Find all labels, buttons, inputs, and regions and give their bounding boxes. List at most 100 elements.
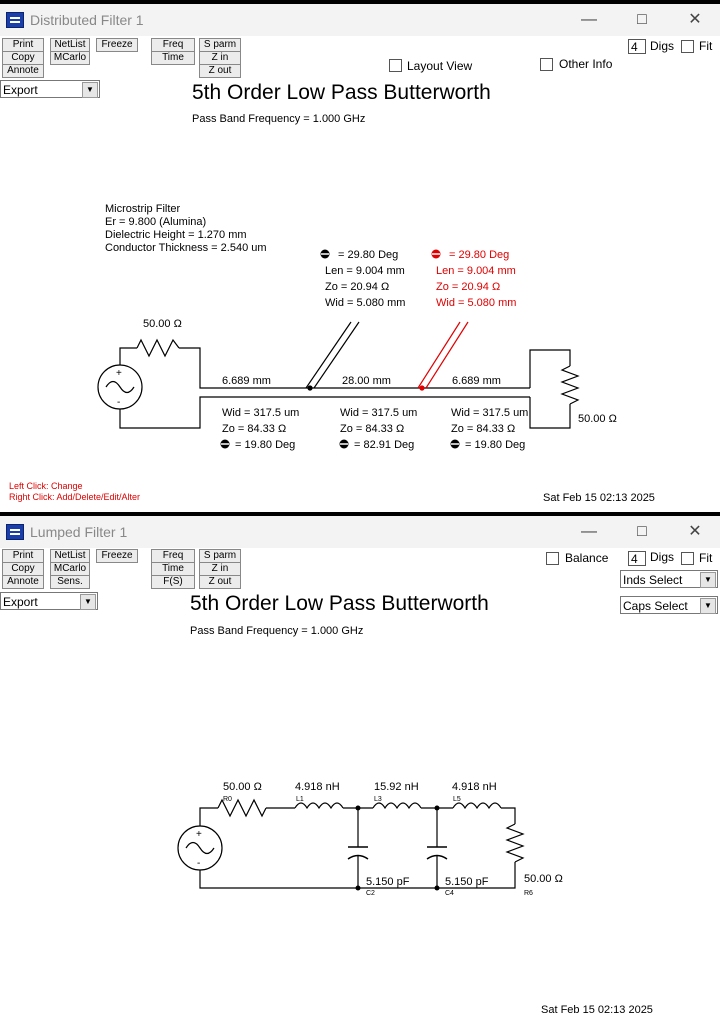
minimize-button[interactable]: —: [581, 523, 597, 540]
distributed-schematic[interactable]: Microstrip Filter Er = 9.800 (Alumina) D…: [0, 4, 720, 512]
stub-right-info[interactable]: = 29.80 Deg Len = 9.004 mm Zo = 20.94 Ω …: [431, 249, 517, 309]
l3-value: 15.92 nH: [374, 781, 419, 793]
minimize-button[interactable]: —: [581, 11, 597, 28]
load-resistor-value: 50.00 Ω: [578, 413, 617, 425]
time-button[interactable]: Time: [151, 51, 195, 65]
plus-icon: +: [116, 368, 122, 379]
theta-icon: [320, 249, 330, 259]
minus-icon: -: [197, 858, 200, 869]
time-button[interactable]: Time: [151, 562, 195, 576]
inductor-l1[interactable]: [294, 802, 344, 810]
stub-left-info[interactable]: = 29.80 Deg Len = 9.004 mm Zo = 20.94 Ω …: [320, 249, 406, 309]
sens-button[interactable]: Sens.: [50, 575, 90, 589]
resistor-r0[interactable]: [217, 798, 267, 818]
line-zo: Zo = 84.33 Ω: [451, 423, 515, 435]
fit-checkbox[interactable]: [681, 552, 694, 565]
fit-label: Fit: [699, 551, 713, 565]
chevron-down-icon: ▼: [82, 82, 98, 98]
stub-zo: Zo = 20.94 Ω: [436, 281, 500, 293]
capacitor-c4[interactable]: [426, 846, 448, 860]
app-icon: [6, 524, 24, 540]
r0-ref: R0: [223, 796, 232, 803]
line-theta: = 19.80 Deg: [235, 439, 295, 451]
line-zo: Zo = 84.33 Ω: [340, 423, 404, 435]
stub-zo: Zo = 20.94 Ω: [325, 281, 389, 293]
inductor-l3[interactable]: [372, 802, 422, 810]
caps-select[interactable]: Caps Select ▼: [620, 596, 718, 614]
capacitor-c2[interactable]: [347, 846, 369, 860]
l3-ref: L3: [374, 796, 382, 803]
junction-dots: [355, 805, 440, 891]
app-icon: [6, 12, 24, 28]
zout-button[interactable]: Z out: [199, 575, 241, 589]
line-width: Wid = 317.5 um: [451, 407, 528, 419]
fit-label: Fit: [699, 39, 713, 53]
stub-wid: Wid = 5.080 mm: [325, 297, 405, 309]
inds-select[interactable]: Inds Select ▼: [620, 570, 718, 588]
fs-button[interactable]: F(S): [151, 575, 195, 589]
maximize-button[interactable]: □: [637, 523, 647, 540]
passband-label: Pass Band Frequency = 1.000 GHz: [192, 113, 366, 125]
mcarlo-button[interactable]: MCarlo: [50, 51, 90, 65]
annote-button[interactable]: Annote: [2, 575, 44, 589]
substrate-line: Dielectric Height = 1.270 mm: [105, 229, 247, 241]
stub-len: Len = 9.004 mm: [325, 265, 405, 277]
load-resistor[interactable]: [560, 365, 580, 405]
layout-view-label: Layout View: [407, 59, 473, 73]
r6-value: 50.00 Ω: [524, 873, 563, 885]
fit-checkbox[interactable]: [681, 40, 694, 53]
export-select[interactable]: Export ▼: [0, 80, 100, 98]
digs-input[interactable]: 4: [628, 551, 646, 566]
minus-icon: -: [117, 397, 120, 408]
ac-source[interactable]: + -: [97, 364, 143, 410]
stub-wid: Wid = 5.080 mm: [436, 297, 516, 309]
line-length: 6.689 mm: [452, 375, 501, 387]
c2-ref: C2: [366, 890, 375, 897]
timestamp: Sat Feb 15 02:13 2025: [541, 1004, 653, 1016]
inductor-l5[interactable]: [452, 802, 502, 810]
source-resistor-value: 50.00 Ω: [143, 318, 182, 330]
page-title: 5th Order Low Pass Butterworth: [192, 81, 491, 104]
stub-left[interactable]: [305, 321, 360, 391]
page-title: 5th Order Low Pass Butterworth: [190, 592, 489, 615]
freeze-button[interactable]: Freeze: [96, 38, 138, 52]
inds-select-value: Inds Select: [623, 573, 683, 587]
distributed-filter-window: Distributed Filter 1 — □ ✕ Print Copy An…: [0, 4, 720, 512]
chevron-down-icon: ▼: [700, 598, 716, 614]
ac-source[interactable]: + -: [177, 825, 223, 871]
line-zo: Zo = 84.33 Ω: [222, 423, 286, 435]
stub-right[interactable]: [417, 321, 469, 391]
lumped-schematic[interactable]: 50.00 Ω R0 4.918 nH L1 15.92 nH L3 4.918…: [0, 516, 720, 1024]
layout-view-checkbox[interactable]: [389, 59, 402, 72]
hint-right-click: Right Click: Add/Delete/Edit/Alter: [9, 492, 141, 502]
digs-label: Digs: [650, 39, 675, 53]
balance-label: Balance: [565, 551, 609, 565]
digs-input[interactable]: 4: [628, 39, 646, 54]
other-info-label: Other Info: [559, 57, 613, 71]
title-bar[interactable]: Lumped Filter 1 — □ ✕: [0, 516, 720, 548]
l1-value: 4.918 nH: [295, 781, 340, 793]
zout-button[interactable]: Z out: [199, 64, 241, 78]
balance-checkbox[interactable]: [546, 552, 559, 565]
sine-icon: [185, 841, 215, 855]
close-button[interactable]: ✕: [688, 523, 702, 540]
window-title: Distributed Filter 1: [30, 12, 144, 28]
source-resistor[interactable]: [136, 338, 180, 358]
theta-icon: [431, 249, 441, 259]
export-select[interactable]: Export ▼: [0, 592, 98, 610]
r6-ref: R6: [524, 890, 533, 897]
resistor-r6[interactable]: [505, 823, 525, 863]
other-info-checkbox[interactable]: [540, 58, 553, 71]
line-width: Wid = 317.5 um: [340, 407, 417, 419]
theta-icon: [450, 439, 460, 449]
close-button[interactable]: ✕: [688, 11, 702, 28]
line-theta: = 82.91 Deg: [354, 439, 414, 451]
r0-value: 50.00 Ω: [223, 781, 262, 793]
annote-button[interactable]: Annote: [2, 64, 44, 78]
maximize-button[interactable]: □: [637, 11, 647, 28]
chevron-down-icon: ▼: [80, 594, 96, 610]
timestamp: Sat Feb 15 02:13 2025: [543, 492, 655, 504]
title-bar[interactable]: Distributed Filter 1 — □ ✕: [0, 4, 720, 36]
c4-ref: C4: [445, 890, 454, 897]
freeze-button[interactable]: Freeze: [96, 549, 138, 563]
